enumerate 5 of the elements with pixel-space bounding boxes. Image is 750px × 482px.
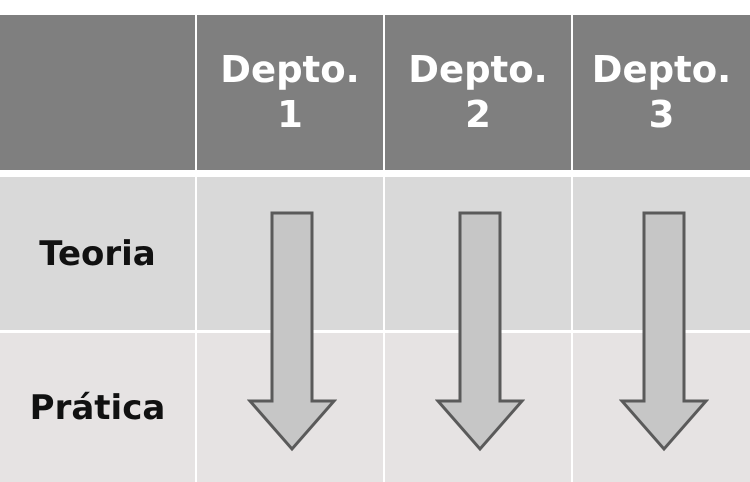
- column-header: Depto. 1: [220, 48, 360, 137]
- column-header: Depto. 2: [408, 48, 548, 137]
- row-header: Teoria: [39, 234, 156, 274]
- column-header: Depto. 3: [592, 48, 732, 137]
- row-header: Prática: [30, 388, 166, 428]
